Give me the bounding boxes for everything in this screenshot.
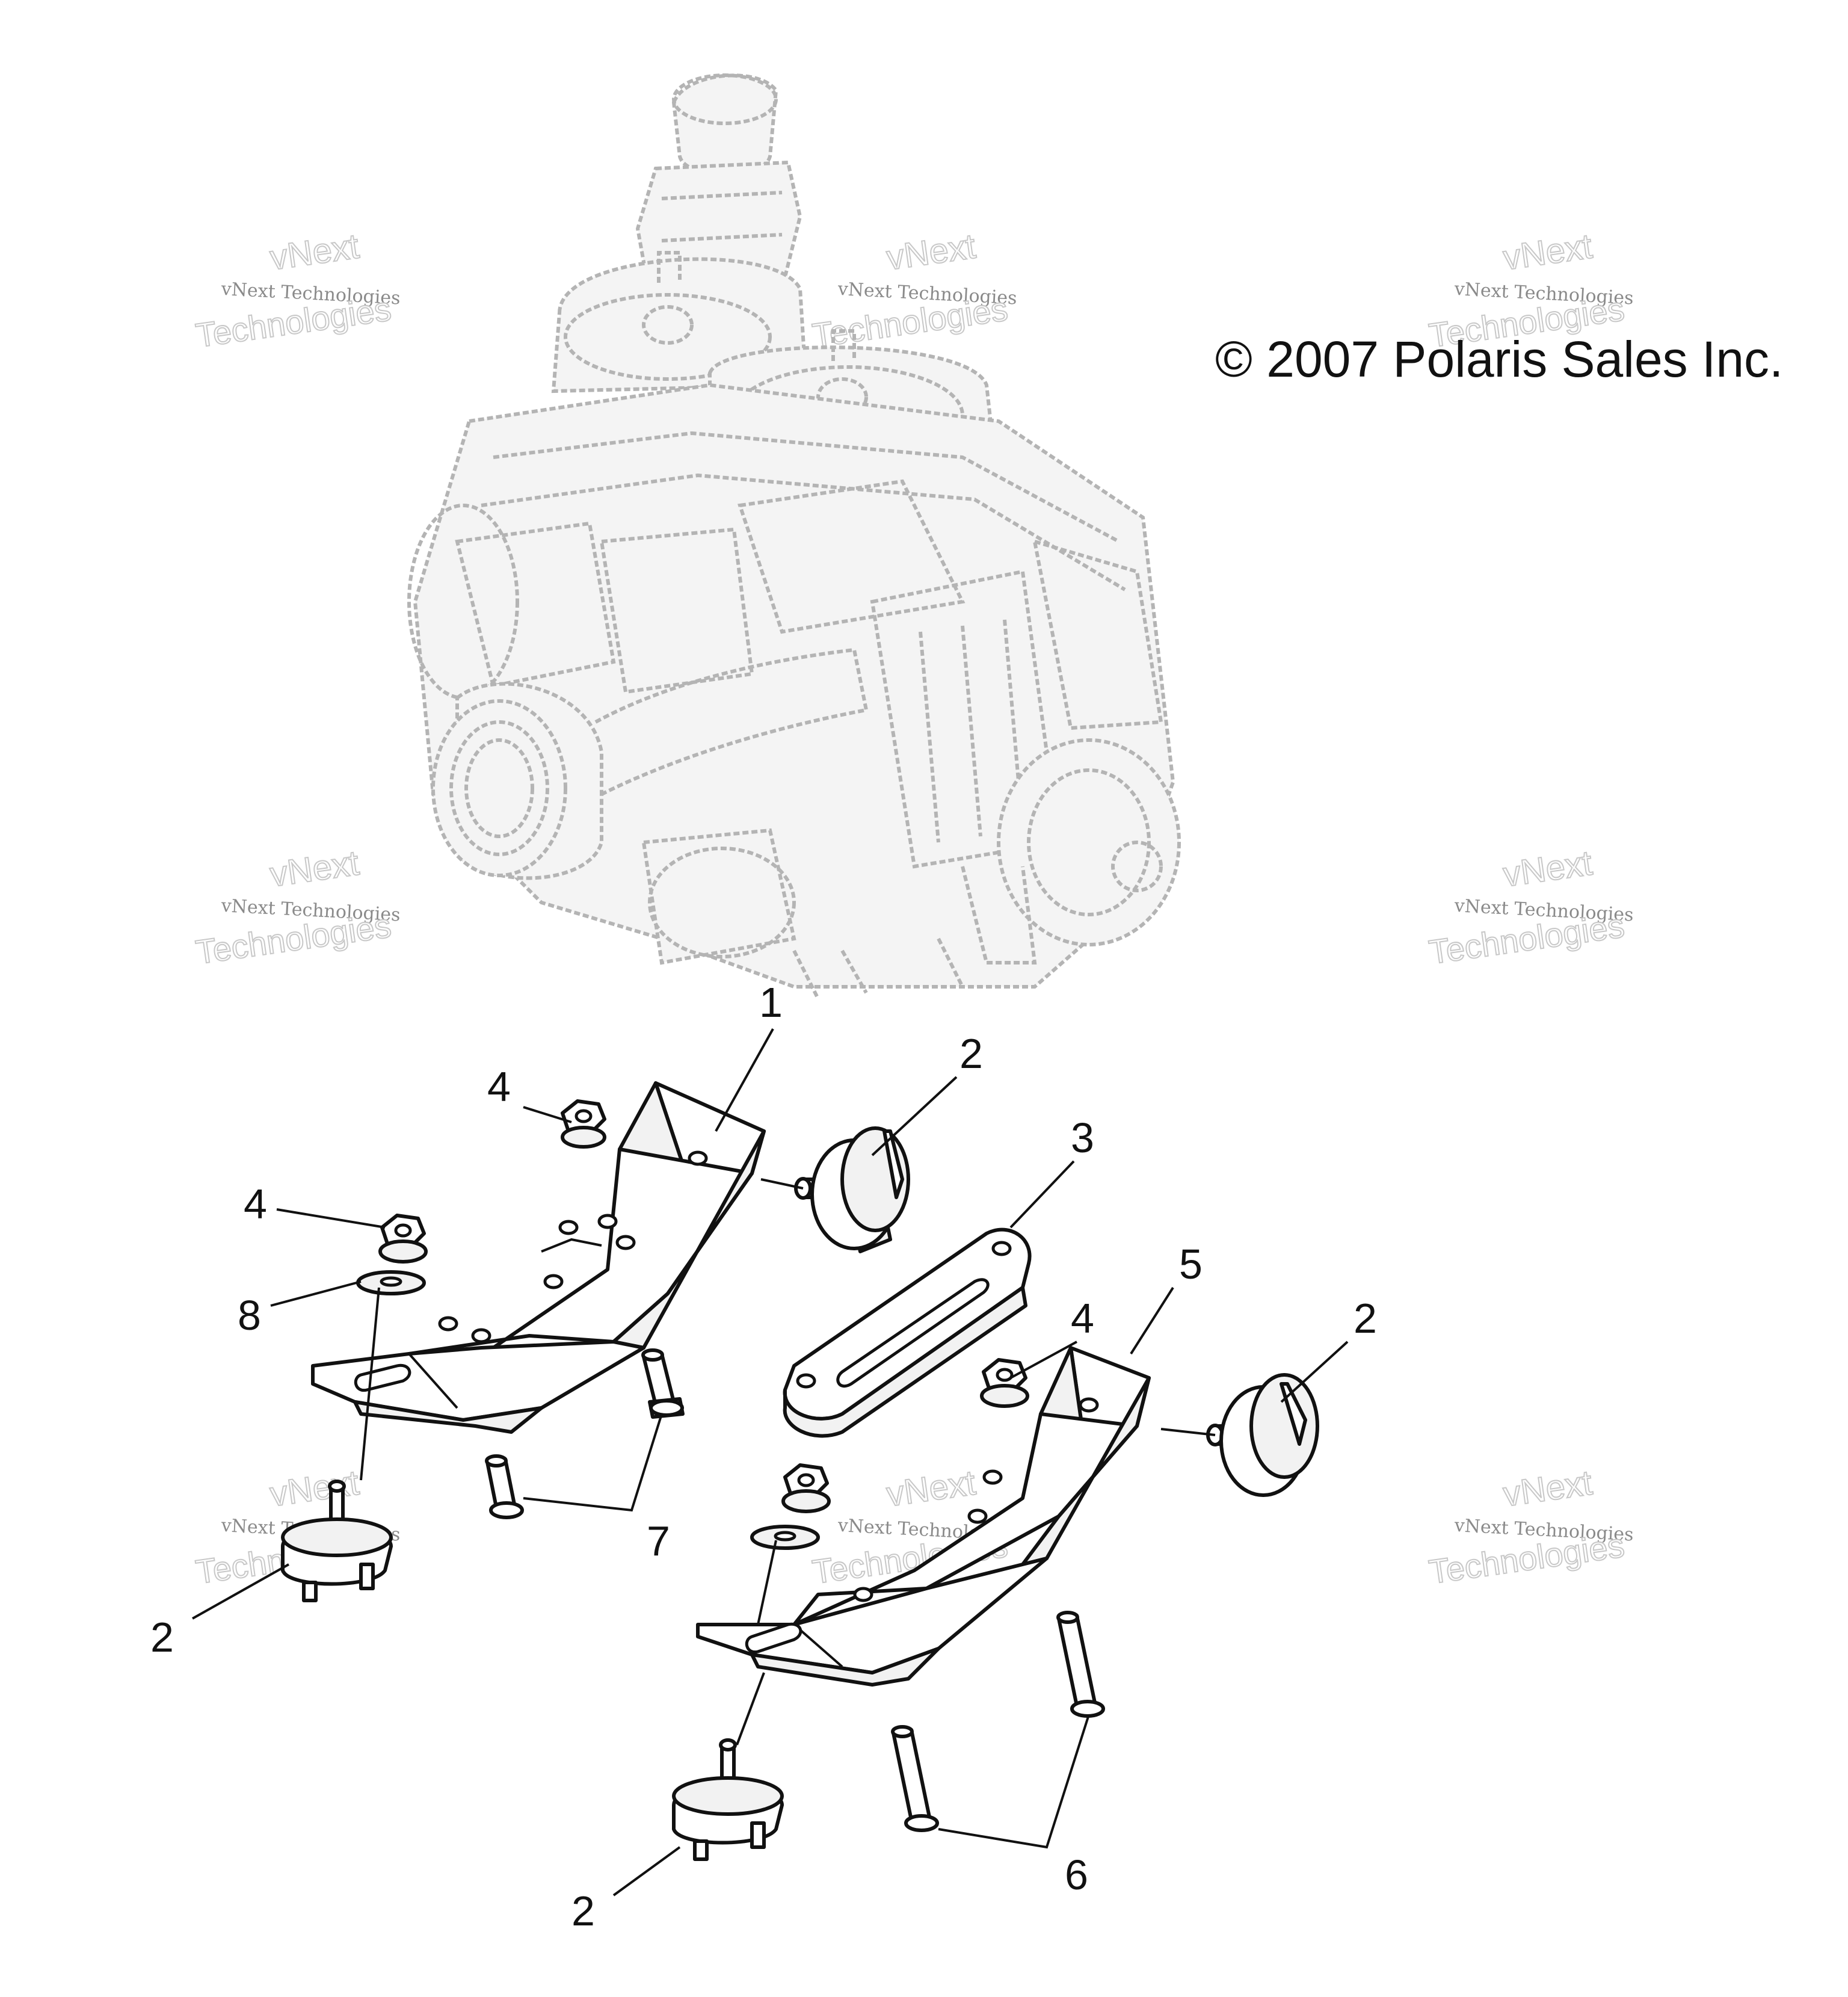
- bracket-hole: [438, 1316, 458, 1332]
- bolt-6-left: [891, 1725, 939, 1832]
- rubber-mount-upper-right: [794, 1126, 910, 1253]
- bolt-6-right: [1056, 1611, 1105, 1718]
- flange-nut-left: [378, 1214, 428, 1264]
- bracket-hole: [615, 1235, 636, 1250]
- assembly-lines: [360, 1178, 1216, 1745]
- rubber-mount-right: [1206, 1373, 1319, 1497]
- bracket-hole: [1079, 1397, 1099, 1413]
- watermark-outline-top: vNext: [268, 1463, 362, 1514]
- watermark-outline-top: vNext: [884, 1463, 978, 1514]
- callout-4: 4: [1071, 1295, 1094, 1342]
- callout-1: 1: [759, 979, 783, 1026]
- callout-leaders: [192, 1028, 1349, 1897]
- callout-4: 4: [244, 1181, 267, 1227]
- rubber-mount-lower-left: [281, 1480, 393, 1602]
- callout-7: 7: [647, 1517, 670, 1564]
- copyright-notice: © 2007 Polaris Sales Inc.: [1215, 331, 1783, 387]
- flange-nut-right: [980, 1358, 1029, 1408]
- strap-hole: [991, 1241, 1012, 1256]
- watermark-outline-top: vNext: [884, 227, 978, 278]
- bracket-hole: [558, 1220, 579, 1235]
- bracket-hole: [967, 1508, 988, 1524]
- callout-4: 4: [487, 1063, 511, 1110]
- bracket-hole: [597, 1214, 618, 1229]
- callout-3: 3: [1071, 1114, 1094, 1161]
- flange-nut-upper: [561, 1099, 606, 1149]
- bolt-7-upper: [641, 1348, 685, 1419]
- watermark-outline-top: vNext: [268, 844, 362, 895]
- engine-mount-bracket-left: [311, 1081, 766, 1434]
- callout-2: 2: [150, 1614, 174, 1661]
- bracket-hole: [471, 1328, 491, 1344]
- strap-slot: [836, 1278, 990, 1388]
- bracket-hole: [688, 1150, 708, 1166]
- watermark-outline-top: vNext: [268, 227, 362, 278]
- callout-labels: 1 2 3 4 4 8 4 5 2 7 2 2 6: [150, 979, 1377, 1934]
- watermark-outline-top: vNext: [1501, 227, 1595, 278]
- bracket-hole: [543, 1274, 564, 1289]
- bracket-hole: [982, 1469, 1003, 1485]
- engine-mount-bracket-right: [696, 1346, 1151, 1687]
- flange-nut-center: [781, 1463, 831, 1513]
- rubber-mount-bottom: [672, 1738, 784, 1861]
- engine-illustration: [407, 73, 1181, 1000]
- callout-2: 2: [571, 1887, 595, 1934]
- washer-right: [750, 1525, 820, 1550]
- watermark-outline-top: vNext: [1501, 1463, 1595, 1514]
- watermark-outline-top: vNext: [1501, 844, 1595, 895]
- callout-5: 5: [1179, 1241, 1203, 1288]
- bracket-hole: [853, 1587, 873, 1602]
- callout-2: 2: [959, 1030, 983, 1077]
- strap-hole: [796, 1373, 816, 1389]
- bolt-7-lower: [485, 1454, 524, 1519]
- callout-6: 6: [1065, 1851, 1088, 1898]
- bracket-slot: [745, 1622, 802, 1654]
- callout-8: 8: [238, 1292, 261, 1339]
- slotted-link-strap: [783, 1227, 1032, 1438]
- washer-left: [356, 1270, 426, 1295]
- callout-2: 2: [1354, 1295, 1377, 1342]
